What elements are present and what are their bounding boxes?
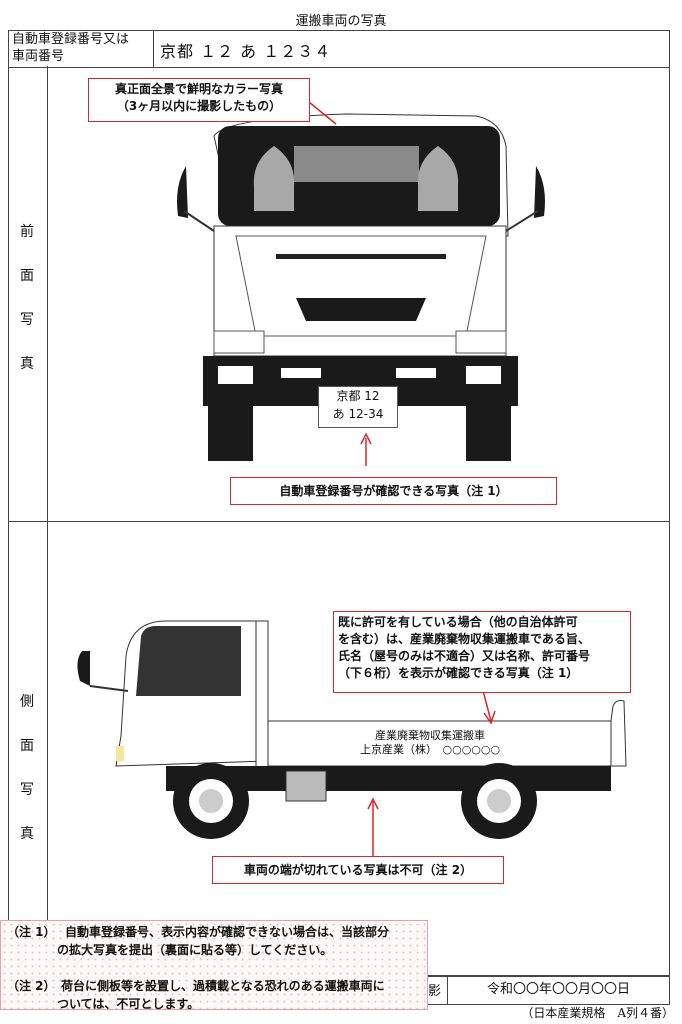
plate-callout: 自動車登録番号が確認できる写真（注 1） (230, 477, 557, 505)
truck-side-illustration (77, 620, 627, 856)
front-label: 前面写真 (20, 224, 34, 372)
front-view-callout: 真正面全景で鮮明なカラー写真 （3ヶ月以内に撮影したもの） (88, 78, 310, 122)
license-plate: 京都 12 あ 12-34 (318, 386, 398, 428)
date-label-fragment: 影 (428, 984, 442, 999)
note-1-line2: の拡大写真を提出（裏面に貼る等）してください。 (57, 943, 333, 957)
note-2-line2: ついては、不可とします。 (57, 997, 200, 1011)
header-label-line1: 自動車登録番号又は (12, 32, 130, 47)
date-value: 令和〇〇年〇〇月〇〇日 (447, 975, 670, 1005)
truck-body-text: 産業廃棄物収集運搬車 上京産業（株） ○○○○○○ (360, 729, 501, 756)
side-label: 側面写真 (20, 694, 34, 842)
paper-standard: （日本産業規格 A列４番） (521, 1006, 674, 1020)
note-2-label: （注 2） (7, 979, 56, 993)
note-1-label: （注 1） (7, 925, 56, 939)
document-title: 運搬車両の写真 (295, 14, 387, 29)
front-label-cell (8, 66, 48, 522)
note-2-line1: 荷台に側板等を設置し、過積載となる恐れのある運搬車両に (61, 979, 385, 993)
note-1-line1: 自動車登録番号、表示内容が確認できない場合は、当該部分 (65, 925, 390, 939)
edge-cut-callout: 車両の端が切れている写真は不可（注 2） (212, 856, 504, 884)
header-label-line2: 車両番号 (12, 49, 65, 64)
notes-box: （注 1） 自動車登録番号、表示内容が確認できない場合は、当該部分 の拡大写真を… (0, 920, 428, 1011)
header-label-cell: 自動車登録番号又は 車両番号 (8, 30, 154, 68)
side-view-callout: 既に許可を有している場合（他の自治体許可 を含む）は、産業廃棄物収集運搬車である… (333, 611, 631, 693)
vehicle-number-value: 京都 １２ あ １２３４ (160, 42, 332, 61)
truck-front-illustration (177, 97, 545, 466)
